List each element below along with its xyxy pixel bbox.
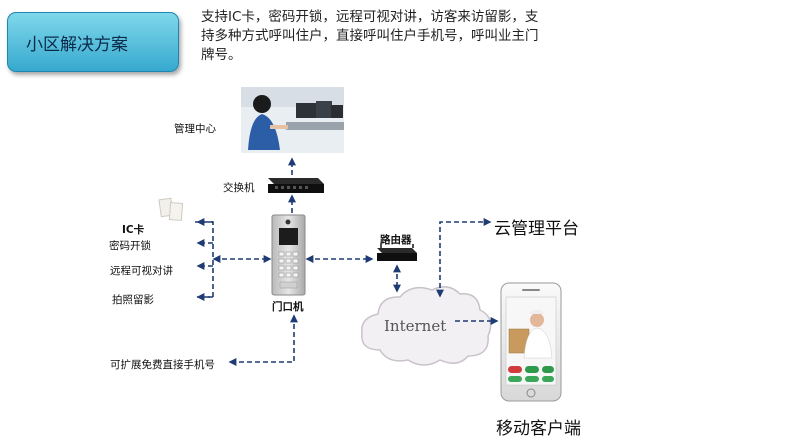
network-switch-icon <box>268 178 324 193</box>
door-unit-label: 门口机 <box>272 301 304 313</box>
cloud-to-platform-arrow <box>436 218 492 298</box>
door-intercom-icon <box>271 214 306 296</box>
internet-label: Internet <box>384 317 446 335</box>
free-phone-dial-label: 可扩展免费直接手机号 <box>110 359 215 371</box>
remote-video-intercom-label: 远程可视对讲 <box>110 265 173 277</box>
mobile-client-label: 移动客户端 <box>496 419 581 439</box>
smartphone-icon <box>500 282 562 402</box>
cloud-platform-label: 云管理平台 <box>494 219 579 239</box>
photo-capture-label: 拍照留影 <box>112 294 154 306</box>
password-unlock-label: 密码开锁 <box>109 240 151 252</box>
management-center-label: 管理中心 <box>174 123 216 135</box>
title-box: 小区解决方案 <box>7 12 179 72</box>
device-bracket-line <box>195 221 214 298</box>
router-label: 路由器 <box>380 234 412 246</box>
operator-photo-icon <box>241 87 344 153</box>
router-icon <box>377 244 417 261</box>
page-title: 小区解决方案 <box>26 35 128 55</box>
description: 支持IC卡，密码开锁，远程可视对讲，访客来访留影，支持多种方式呼叫住户，直接呼叫… <box>201 9 539 63</box>
ic-card-label: IC卡 <box>122 224 145 236</box>
unit-to-phone-dial-arrow <box>228 314 298 366</box>
ic-card-icon <box>158 197 184 221</box>
switch-label: 交换机 <box>223 182 255 194</box>
